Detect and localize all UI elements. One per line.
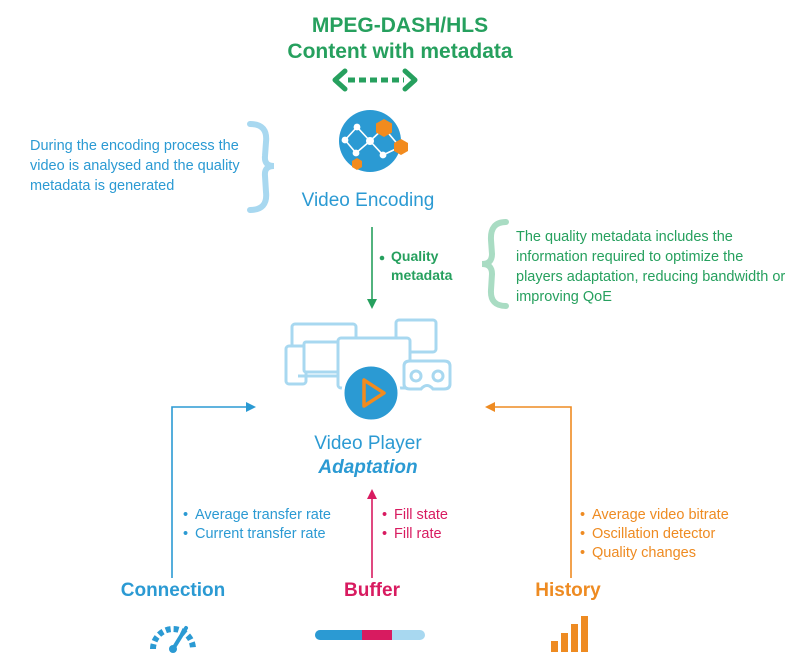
encoding-note: During the encoding process the video is… bbox=[30, 136, 250, 196]
buffer-label: Buffer bbox=[302, 580, 442, 602]
buffer-list: Fill state Fill rate bbox=[382, 506, 448, 544]
list-item: Average transfer rate bbox=[183, 506, 331, 525]
list-item: Quality changes bbox=[580, 544, 729, 563]
list-item: Fill state bbox=[382, 506, 448, 525]
video-encoding-label: Video Encoding bbox=[260, 190, 476, 212]
list-item: Current transfer rate bbox=[183, 525, 331, 544]
right-brace-icon bbox=[482, 222, 506, 306]
quality-metadata-line2: metadata bbox=[391, 266, 452, 285]
list-item: Oscillation detector bbox=[580, 525, 729, 544]
connection-list: Average transfer rate Current transfer r… bbox=[183, 506, 331, 544]
adaptation-label: Adaptation bbox=[260, 457, 476, 479]
buffer-bar-icon bbox=[315, 630, 425, 640]
history-label: History bbox=[498, 580, 638, 602]
network-nodes-icon bbox=[339, 110, 408, 172]
history-list: Average video bitrate Oscillation detect… bbox=[580, 506, 729, 563]
buffer-arrow bbox=[367, 489, 377, 578]
connection-label: Connection bbox=[103, 580, 243, 602]
metadata-note: The quality metadata includes the inform… bbox=[516, 227, 786, 307]
metadata-arrow bbox=[367, 227, 384, 309]
header-title-line1: MPEG-DASH/HLS bbox=[0, 14, 800, 38]
list-item: Average video bitrate bbox=[580, 506, 729, 525]
list-item: Fill rate bbox=[382, 525, 448, 544]
quality-metadata-label: Quality metadata bbox=[391, 247, 452, 285]
bar-chart-icon bbox=[551, 616, 588, 652]
connection-arrow bbox=[172, 402, 256, 578]
video-player-label: Video Player bbox=[260, 433, 476, 455]
header-title-line2: Content with metadata bbox=[0, 40, 800, 64]
quality-metadata-line1: Quality bbox=[391, 247, 452, 266]
devices-play-icon bbox=[286, 320, 450, 421]
speedometer-icon bbox=[153, 628, 193, 653]
bidirectional-dashed-arrow-icon bbox=[335, 71, 415, 89]
history-arrow bbox=[485, 402, 571, 578]
